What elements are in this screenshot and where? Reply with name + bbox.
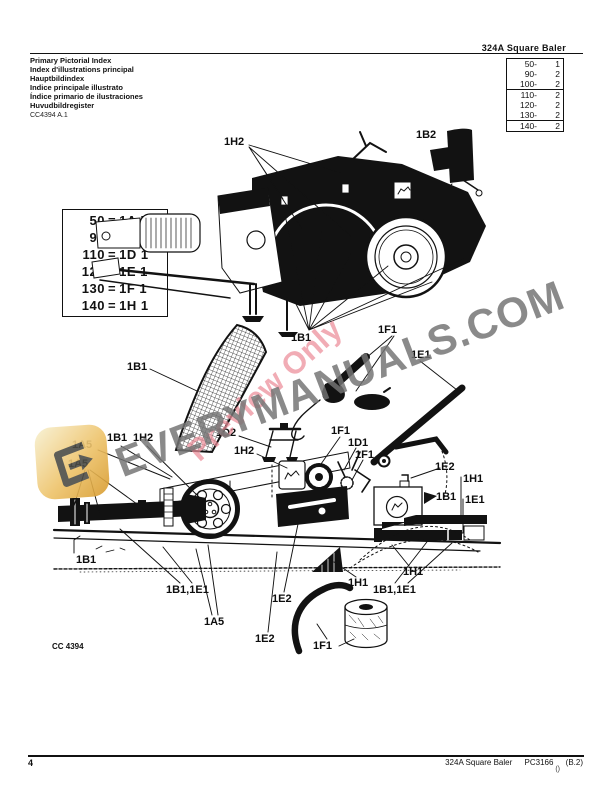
index-line-es: Índice primario de ilustraciones xyxy=(30,92,143,101)
table-row: 100-2 xyxy=(507,79,563,90)
callout-label: 1E1 xyxy=(411,349,431,361)
footer-title: 324A Square Baler xyxy=(445,758,513,767)
callout-label: 1E1 xyxy=(465,494,485,506)
table-row: 90-2 xyxy=(524,69,560,79)
callout-label: 1B1 xyxy=(291,332,312,344)
callout-label: 1B1,1E1 xyxy=(166,584,209,596)
callout-label: 1E2 xyxy=(255,633,275,645)
callout-label: 1F1 xyxy=(355,449,374,461)
flag-part xyxy=(447,128,474,183)
table-row: 140-2 xyxy=(507,121,563,132)
table-row: 130-2 xyxy=(507,110,563,121)
index-title-block: Primary Pictorial Index Index d'illustra… xyxy=(30,56,143,110)
callout-label: 1D1 xyxy=(348,437,369,449)
table-row: 50-1 xyxy=(524,59,560,69)
callout-label: 1H2 xyxy=(234,445,255,457)
header-rule xyxy=(30,53,583,54)
needle-part xyxy=(291,581,354,655)
callout-label: 1D2 xyxy=(216,427,237,439)
callout-label: 1B1,1E1 xyxy=(373,584,416,596)
index-line-sv: Huvudbildregister xyxy=(30,101,95,110)
table-row: 120-2 xyxy=(519,100,560,110)
callout-label: 1F1 xyxy=(378,324,397,336)
callout-label: 1E2 xyxy=(272,593,292,605)
callout-label: 1B1 xyxy=(76,554,97,566)
callout-label: 1B1 xyxy=(127,361,148,373)
footer-doc-code: PC3166 xyxy=(524,758,554,767)
index-line-fr: Index d'illustrations principal xyxy=(30,65,134,74)
page-title: 324A Square Baler xyxy=(481,43,566,53)
index-line-en: Primary Pictorial Index xyxy=(30,56,112,65)
figure-code: CC 4394 xyxy=(52,642,84,651)
footer-mark: () xyxy=(555,766,560,773)
page-reference-table: 50-1 90-2 100-2 110-2 120-2 130-2 140-2 xyxy=(506,58,564,132)
mesh-screen-part xyxy=(174,323,268,454)
callout-label: 1H1 xyxy=(403,566,424,578)
callout-label: 1H2 xyxy=(133,432,154,444)
callout-label: 1F1 xyxy=(313,640,332,652)
callout-label: 1B1 xyxy=(436,491,457,503)
callout-label: 1B2 xyxy=(416,129,437,141)
callout-label: 1H1 xyxy=(463,473,484,485)
index-line-it: Indice principale illustrato xyxy=(30,83,123,92)
footer-rule xyxy=(28,755,584,757)
callout-label: 1E2 xyxy=(435,461,455,473)
table-row: 110-2 xyxy=(520,90,560,100)
callout-label: 1B1 xyxy=(107,432,128,444)
figure-reference: CC4394 A.1 xyxy=(30,112,68,119)
footer-page-number: 4 xyxy=(28,758,34,768)
callout-label: 1A5 xyxy=(204,616,225,628)
index-line-de: Hauptbildindex xyxy=(30,74,85,83)
legend-row: 140=1H 1 xyxy=(81,298,149,313)
footer-info: 324A Square Baler PC3166 (B.2) xyxy=(435,758,583,767)
watermark-logo-glyph xyxy=(53,441,93,487)
callout-label: 1H1 xyxy=(348,577,369,589)
footer-revision: (B.2) xyxy=(565,758,583,767)
legend-row: 110=1D 1 xyxy=(82,247,149,262)
watermark-logo xyxy=(33,423,111,501)
callout-label: 1H2 xyxy=(224,136,245,148)
callout-label: 1F1 xyxy=(331,425,350,437)
